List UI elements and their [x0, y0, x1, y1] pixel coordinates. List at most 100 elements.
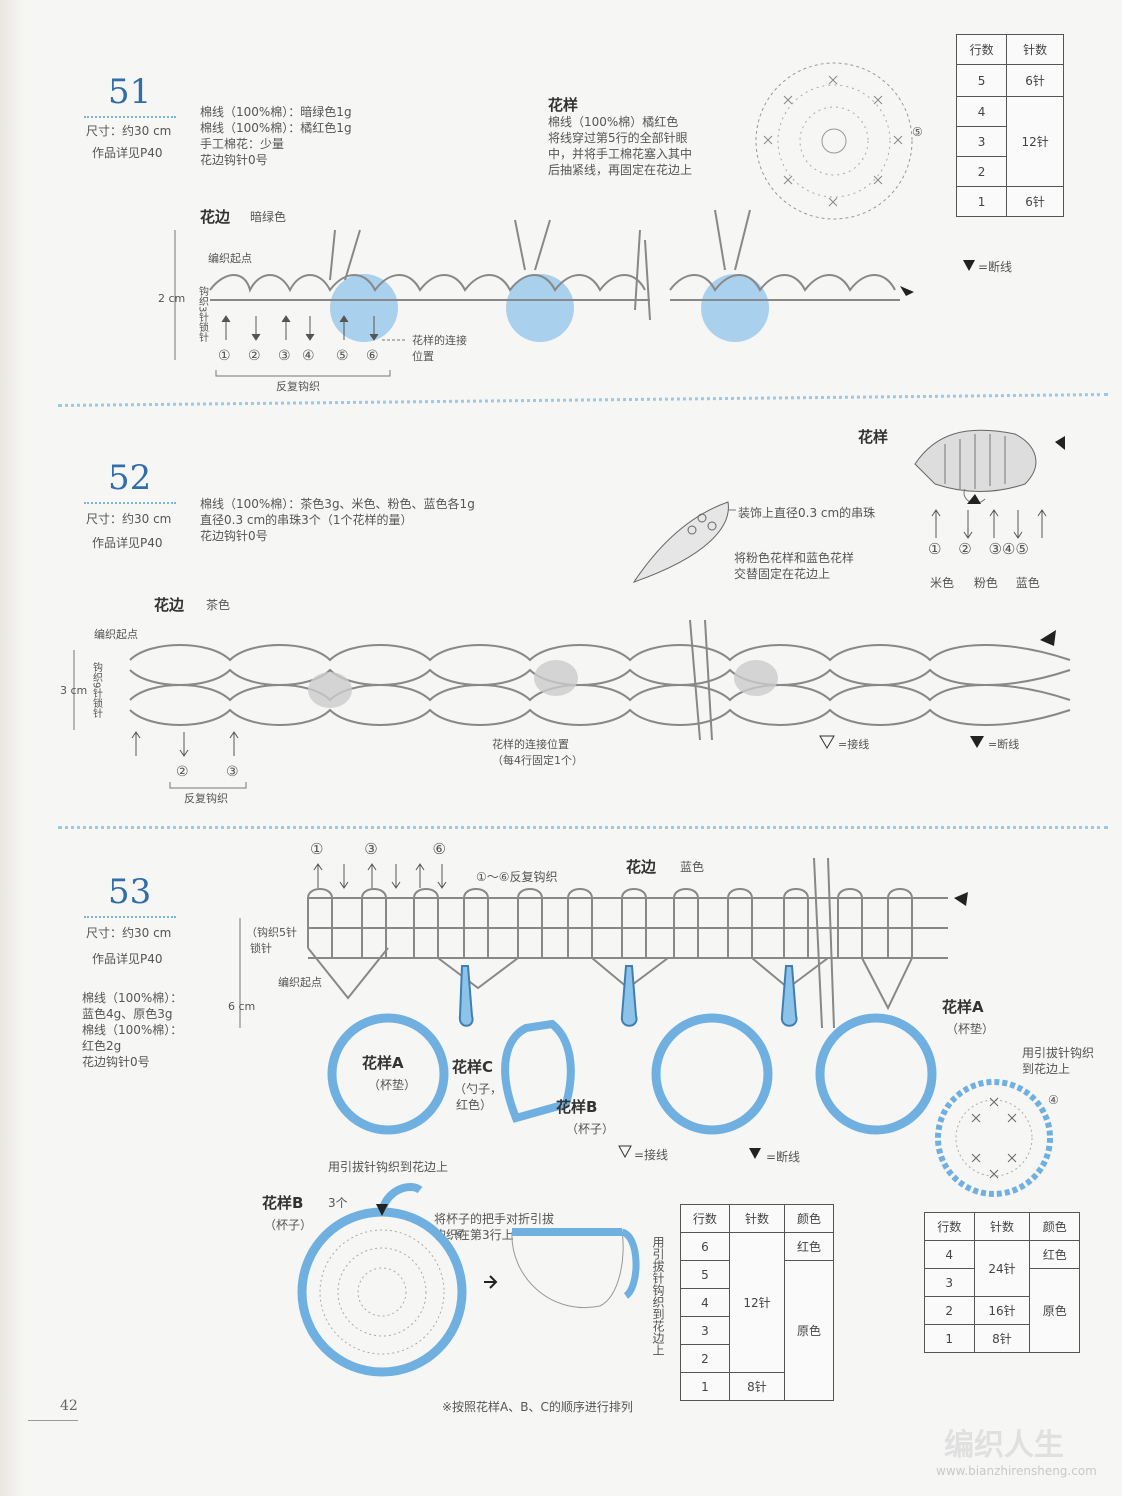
cut-icon	[749, 1148, 761, 1159]
th-rows: 行数	[955, 34, 1008, 65]
size-52: 尺寸：约30 cm	[86, 512, 172, 526]
cell: 3	[955, 126, 1008, 157]
a-detail-note2: 到花边上	[1022, 1062, 1071, 1076]
cell: 4	[924, 1240, 975, 1269]
motif-desc-51: 棉线（100%棉）橘红色 将线穿过第5行的全部针眼 中，并将手工棉花塞入其中 后…	[548, 114, 692, 178]
legend-join-53: =接线	[634, 1148, 669, 1162]
cell: 8针	[728, 1372, 786, 1401]
label-c: 花样C	[452, 1058, 494, 1076]
motif-line: 后抽紧线，再固定在花边上	[548, 163, 693, 177]
spoon-motifs	[458, 965, 798, 1027]
cell: 16针	[973, 1296, 1031, 1325]
material-line: 棉线（100%棉）：暗绿色1g	[200, 105, 352, 119]
th-stitches: 针数	[1006, 34, 1064, 65]
cell: 5	[680, 1260, 730, 1289]
b-detail-sub: （杯子）	[264, 1218, 313, 1232]
color-label: 米色	[930, 576, 955, 590]
cell: 原色	[1029, 1268, 1080, 1353]
edging-52-diagram: 编织起点 3 cm 钩织9针锁针 ② ③ 反复钩织 花样的连接位置 （每4行固定…	[60, 620, 1071, 805]
step: ①	[928, 540, 942, 558]
ref-53: 作品详见P40	[92, 952, 163, 966]
step: ⑥	[432, 840, 446, 858]
cell: 原色	[784, 1260, 834, 1401]
dots-53	[84, 916, 176, 918]
attach-note-52: 将粉色花样和蓝色花样 交替固定在花边上	[734, 550, 854, 582]
pattern-53-number: 53	[108, 872, 152, 912]
height-label-51: 2 cm	[158, 292, 185, 305]
step: ⑥	[366, 348, 379, 364]
th: 行数	[680, 1204, 730, 1233]
motif-title-52: 花样	[858, 428, 889, 446]
material-line: 棉线（100%棉）：茶色3g、米色、粉色、蓝色各1g	[200, 497, 475, 511]
cell: 8针	[973, 1324, 1031, 1353]
motif-51-diagram: ⑤	[755, 62, 923, 220]
materials-52: 棉线（100%棉）：茶色3g、米色、粉色、蓝色各1g 直径0.3 cm的串珠3个…	[200, 496, 475, 544]
round-label-51: ⑤	[912, 125, 923, 139]
motif-52-steps: ① ② ③④⑤	[928, 540, 1029, 558]
side-label-53b: 锁针	[250, 941, 272, 955]
step: ⑤	[336, 348, 349, 364]
color-label: 蓝色	[1015, 576, 1040, 590]
page-binding	[0, 0, 24, 1496]
watermark-logo: 编织人生	[944, 1428, 1064, 1463]
step: ③	[226, 764, 239, 780]
vertical-note-53: 用引拔针钩织到花边上	[651, 1236, 665, 1356]
round-label-b: ⑥	[454, 1227, 465, 1241]
step: ②	[958, 540, 972, 558]
material-line: 棉线（100%棉）：	[82, 991, 183, 1005]
cell: 1	[680, 1372, 730, 1401]
repeat-51: 反复钩织	[276, 379, 320, 393]
height-label-52: 3 cm	[60, 684, 87, 697]
cut-icon	[963, 260, 975, 271]
material-line: 直径0.3 cm的串珠3个（1个花样的量）	[200, 513, 413, 527]
start-label-51: 编织起点	[208, 251, 252, 265]
motif-52-diagram	[914, 429, 1065, 504]
b-handle-note2: 钩织在第3行上	[434, 1228, 514, 1242]
cell: 4	[955, 96, 1008, 127]
connect-label-52a: 花样的连接位置	[492, 737, 569, 751]
material-line: 手工棉花：少量	[200, 137, 285, 151]
edging-51-diagram: 编织起点 2 cm 钩织3针锁针 ① ② ③ ④ ⑤ ⑥ 反复钩织 花样的连接 …	[158, 209, 914, 393]
step: ①	[218, 348, 231, 364]
cell: 4	[680, 1288, 730, 1317]
cell: 12针	[728, 1232, 786, 1373]
cell: 6	[680, 1232, 730, 1261]
material-line: 花边钩针0号	[200, 153, 268, 167]
start-label-53: 编织起点	[278, 975, 322, 989]
material-line: 棉线（100%棉）：橘红色1g	[200, 121, 352, 135]
page-number: 42	[60, 1398, 78, 1414]
connect-label-52b: （每4行固定1个）	[492, 753, 583, 767]
pattern-51-number: 51	[108, 72, 152, 112]
cell: 6针	[1006, 64, 1064, 97]
pattern-52-number: 52	[108, 458, 152, 498]
b-detail-count: 3个	[328, 1196, 348, 1210]
bead-note-52: 装饰上直径0.3 cm的串珠	[738, 506, 876, 520]
cell: 1	[955, 186, 1008, 217]
cell: 24针	[973, 1240, 1031, 1297]
step: ⑤	[1015, 540, 1029, 558]
materials-51: 棉线（100%棉）：暗绿色1g 棉线（100%棉）：橘红色1g 手工棉花：少量 …	[200, 104, 352, 168]
b-handle-note1: 将杯子的把手对折引拔	[434, 1212, 555, 1226]
motif-line: 棉线（100%棉）橘红色	[548, 115, 679, 129]
motif-52-colors: 米色 粉色 蓝色	[930, 574, 1040, 591]
a-detail-note1: 用引拔针钩织	[1022, 1046, 1095, 1060]
bead-leaf-diagram	[632, 501, 736, 583]
dots-52	[84, 502, 176, 504]
step: ③	[988, 540, 1002, 558]
order-note-53: ※按照花样A、B、C的顺序进行排列	[442, 1400, 633, 1414]
top-steps-53: ① ③ ⑥	[310, 840, 446, 858]
watermark-site: www.bianzhirensheng.com	[936, 1464, 1097, 1478]
cell: 12针	[1006, 96, 1064, 187]
label-b: 花样B	[556, 1098, 598, 1116]
note-line: 交替固定在花边上	[734, 567, 831, 581]
side-label-53a: （钩织5针	[246, 925, 297, 939]
size-53: 尺寸：约30 cm	[86, 926, 172, 940]
size-51: 尺寸：约30 cm	[86, 124, 172, 138]
cell: 1	[924, 1324, 975, 1353]
cell: 3	[924, 1268, 975, 1297]
repeat-53: ①～⑥反复钩织	[476, 870, 558, 884]
th: 颜色	[784, 1204, 834, 1233]
label-b-sub: （杯子）	[566, 1122, 615, 1136]
